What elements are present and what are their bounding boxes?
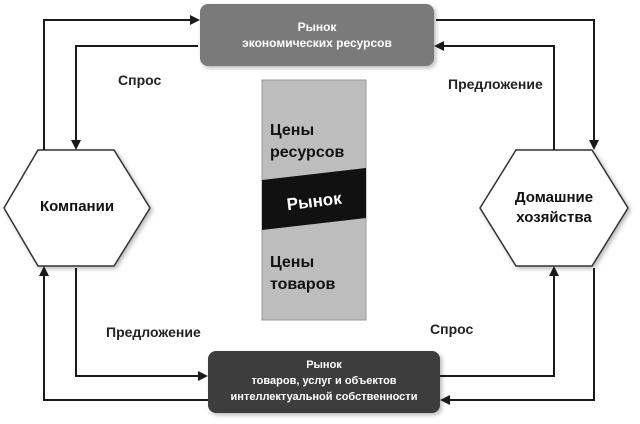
resource-market-line1: Рынок xyxy=(297,20,337,34)
resource-market-title: Рынок экономических ресурсов xyxy=(200,19,434,51)
goods-market-line2: товаров, услуг и объектов xyxy=(251,375,397,387)
arrow-resource-market-to-households xyxy=(436,19,599,150)
arrow-companies-to-goods-market xyxy=(75,268,208,381)
supply-label-bottom-left: Предложение xyxy=(106,324,201,340)
goods-prices-line1: Цены xyxy=(270,254,315,271)
households-line2: хозяйства xyxy=(516,209,592,226)
arrow-goods-market-to-households xyxy=(440,266,559,377)
resource-prices-line1: Цены xyxy=(270,122,315,139)
arrow-goods-market-to-companies xyxy=(39,266,208,401)
households-hexagon xyxy=(479,149,629,267)
companies-hexagon xyxy=(3,149,151,267)
goods-market-title: Рынок товаров, услуг и объектов интеллек… xyxy=(208,357,440,405)
resource-prices-label: Цены ресурсов xyxy=(270,120,344,164)
arrow-resource-market-to-companies xyxy=(71,45,198,150)
arrow-companies-to-resource-market xyxy=(43,15,200,150)
households-line1: Домашние xyxy=(514,189,594,206)
arrow-households-to-resource-market xyxy=(434,41,555,150)
goods-market-line1: Рынок xyxy=(306,359,342,371)
supply-label-top-right: Предложение xyxy=(448,76,543,92)
resource-prices-line2: ресурсов xyxy=(270,144,345,161)
arrow-households-to-goods-market xyxy=(440,268,595,405)
households-label: Домашние хозяйства xyxy=(480,188,628,228)
demand-label-top-left: Спрос xyxy=(118,72,162,88)
resource-market-box xyxy=(200,4,434,66)
demand-label-bottom-right: Спрос xyxy=(430,321,474,337)
goods-market-box xyxy=(208,351,440,413)
resource-market-line2: экономических ресурсов xyxy=(242,36,392,50)
companies-label: Компании xyxy=(39,198,115,215)
goods-prices-line2: товаров xyxy=(270,276,336,293)
market-tag xyxy=(262,168,366,230)
goods-market-line3: интеллектуальной собственности xyxy=(230,391,418,403)
goods-prices-label: Цены товаров xyxy=(270,252,335,296)
